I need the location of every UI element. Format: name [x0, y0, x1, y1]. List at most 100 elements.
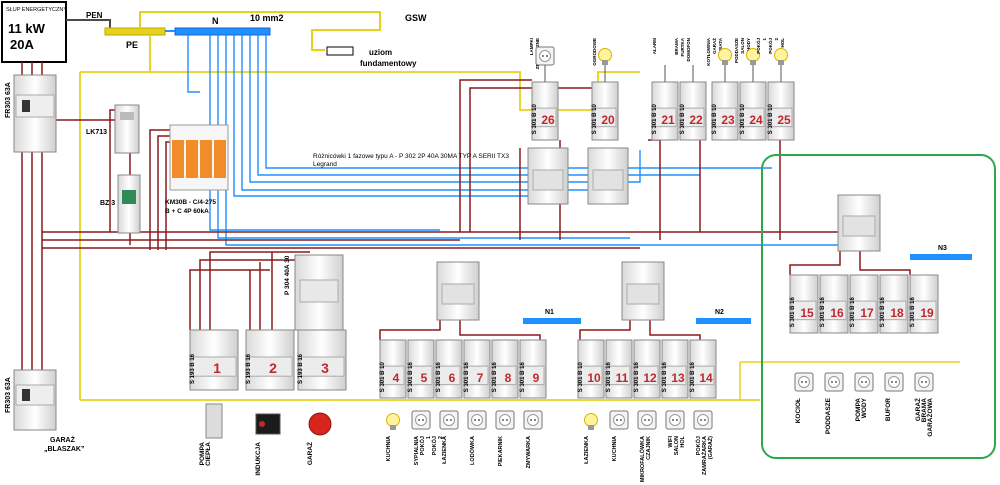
main-switch-bottom: FR303 63A GARAŻ „BLASZAK” [5, 369, 84, 453]
n3-breaker-type-4: S 301 B 16 [910, 297, 916, 328]
earth-label-1: uziom [369, 48, 392, 57]
n2-label-3: WIFI [668, 436, 674, 448]
n1-socket-pin-a-2 [446, 419, 448, 421]
n1-socket-pin-a-5 [530, 419, 532, 421]
n1-breaker-window-3 [465, 365, 489, 386]
n2-socket-pin-a-1 [616, 419, 618, 421]
n1-label-4: PIEKARNIK [498, 436, 504, 466]
n1-socket-4 [495, 410, 515, 430]
n3-socket-2 [854, 372, 874, 392]
rcd-4p-label: P 304 40A 30 [284, 255, 291, 295]
n2-breaker-type-2: S 301 B 16 [634, 362, 640, 393]
top-breaker-type-0: S 301 B 10 [532, 104, 538, 135]
supply-power: 11 kW [8, 21, 46, 36]
top-breaker-window-3 [681, 107, 705, 128]
main-switch-bottom-label: FR303 63A [5, 377, 12, 413]
induction-hob-icon [255, 413, 281, 435]
n2-socket-1 [609, 410, 629, 430]
surge-protector: KM30B - C/4-275 B + C 4P 60kA [165, 124, 229, 215]
n1-socket-pin-a-4 [502, 419, 504, 421]
n3-socket-face-0 [798, 376, 810, 388]
top-socket-0 [535, 46, 555, 66]
three-phase-breaker-window-2 [299, 356, 345, 377]
pole-label: SŁUP ENERGETYCZNY [6, 7, 67, 13]
top-breaker-number-2: 21 [661, 113, 675, 127]
n3-socket-4 [914, 372, 934, 392]
n3-breaker-number-0: 15 [800, 306, 814, 320]
n2-label-0: ŁAZIENKA [584, 436, 590, 464]
n2-bulb-glass-0 [584, 413, 598, 427]
n1-socket-pin-a-1 [418, 419, 420, 421]
n2-socket-pin-a-4 [700, 419, 702, 421]
top-breaker-window-5 [741, 107, 765, 128]
top-bulb-base-5 [750, 60, 756, 65]
n1-bulb-icon-0 [386, 413, 400, 430]
n1-socket-pin-b-4 [506, 419, 508, 421]
n2-socket-face-1 [613, 414, 625, 426]
n1-label-1-4: 2 [438, 436, 444, 439]
rcd-4p: P 304 40A 30 [284, 254, 344, 331]
lk713-module: LK713 [86, 104, 140, 154]
n3-label-2-1: WODY [861, 397, 868, 418]
top-bulb-glass-6 [774, 48, 788, 62]
n2-label-2: MIKROFALÓWKA [638, 436, 646, 482]
n3-socket-pin-b-0 [805, 381, 807, 383]
n-bar [174, 27, 271, 36]
n2-socket-pin-a-3 [672, 419, 674, 421]
n1-label-1-2: 1 [426, 436, 432, 439]
n2-label-4-1: ZAMRAŻARKA [701, 436, 708, 475]
n1-label-2: ŁAZIENKA [442, 436, 448, 464]
n2-socket-4 [693, 410, 713, 430]
top-label-5-1: SALON [740, 38, 745, 54]
n2-breaker-type-1: S 301 B 16 [606, 362, 612, 393]
n1-socket-face-4 [499, 414, 511, 426]
three-phase-label-2: GARAŻ [306, 442, 314, 465]
n3-bar [910, 254, 972, 260]
n1-socket-face-1 [415, 414, 427, 426]
spd-label-2: B + C 4P 60kA [165, 208, 209, 215]
top-breaker-window-4 [713, 107, 737, 128]
top-label-5: PODDASZE [734, 38, 739, 63]
three-phase-breaker-type-1: S 193 B 16 [246, 353, 252, 384]
n3-socket-pin-b-2 [865, 381, 867, 383]
earth-label-2: fundamentowy [360, 59, 417, 68]
n1-label-3: LODÓWKA [468, 436, 476, 465]
n2-bar [696, 318, 751, 324]
n3-socket-pin-b-4 [925, 381, 927, 383]
top-label-5-2: SCHODY [746, 38, 751, 57]
top-socket-pin-b-0 [546, 55, 548, 57]
rcd-note-2: Legrand [313, 161, 337, 168]
n2-breaker-number-0: 10 [587, 371, 601, 385]
n2-socket-pin-a-2 [644, 419, 646, 421]
top-label-4-2: WIATA [718, 37, 723, 52]
bus-system: PEN PE N 10 mm2 GSW uziom fundamentowy [66, 11, 960, 401]
n1-label-1-1: POKÓJ [418, 436, 426, 455]
phase-wires [21, 62, 911, 370]
n1-bar [523, 318, 581, 324]
n3-socket-pin-b-3 [895, 381, 897, 383]
n1-breaker-type-4: S 301 B 16 [492, 362, 498, 393]
top-label-6-2: POKÓJ [766, 38, 773, 54]
n1-breaker-window-2 [437, 365, 461, 386]
three-phase-label-0-1: CIEPŁA [205, 442, 212, 466]
top-breaker-number-5: 24 [749, 113, 763, 127]
n1-breaker-4: S 301 B 16 8 [491, 339, 519, 399]
n2-label-1: KUCHNIA [612, 436, 618, 461]
n1-socket-pin-b-1 [422, 419, 424, 421]
n1-bulb-glass-0 [386, 413, 400, 427]
n1-label-5: ZMYWARKA [526, 436, 532, 468]
top-breaker-type-6: S 301 B 10 [768, 104, 774, 135]
n3-socket-3 [884, 372, 904, 392]
n1-breaker-number-4: 8 [505, 371, 512, 385]
n2-socket-face-3 [669, 414, 681, 426]
top-label-2: ALARM [652, 38, 657, 54]
